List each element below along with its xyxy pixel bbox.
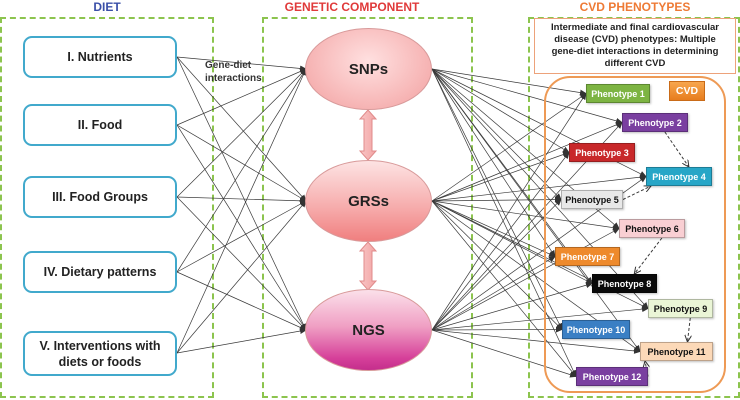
- cvd-section-title: CVD PHENOTYPES: [579, 0, 691, 14]
- diet-item-label: III. Food Groups: [52, 190, 148, 204]
- phenotype-9-box: Phenotype 9: [648, 299, 713, 318]
- gene-phenotype-link: [431, 282, 593, 331]
- diet-gene-link: [176, 68, 307, 198]
- phenotype-label: Phenotype 9: [653, 303, 708, 314]
- gene-diet-interactions-label: Gene-diet interactions: [205, 60, 262, 84]
- phenotype-label: Phenotype 12: [582, 371, 642, 382]
- gene-phenotype-link: [431, 228, 620, 331]
- diet-gene-link: [176, 200, 307, 354]
- phenotype-8-box: Phenotype 8: [592, 274, 657, 293]
- phenotype-label: Phenotype 8: [597, 278, 652, 289]
- gene-phenotype-link: [431, 68, 623, 124]
- genetic-node-snps: SNPs: [305, 28, 432, 110]
- diet-gene-link: [176, 56, 307, 331]
- gene-phenotype-link: [431, 255, 556, 331]
- phenotype-label: Phenotype 6: [625, 223, 679, 234]
- gene-phenotype-link: [431, 68, 641, 353]
- diet-gene-link: [176, 196, 307, 331]
- cvd-description-text: Intermediate and final cardiovascular di…: [551, 22, 719, 69]
- gene-phenotype-link: [431, 68, 563, 331]
- genetic-node-label: SNPs: [348, 60, 389, 78]
- diet-gene-link: [176, 271, 307, 331]
- phenotype-12-box: Phenotype 12: [576, 367, 648, 386]
- phenotype-dashed-link: [634, 237, 663, 274]
- diet-panel: [0, 17, 214, 398]
- gene-phenotype-link: [431, 92, 587, 202]
- diet-item-nutrients: I. Nutrients: [23, 36, 177, 78]
- genetic-node-ngs: NGS: [305, 289, 432, 371]
- diet-item-food-groups: III. Food Groups: [23, 176, 177, 218]
- grss-ngs-double-arrow: [358, 241, 378, 291]
- gene-phenotype-link: [431, 92, 587, 331]
- phenotype-1-box: Phenotype 1: [586, 84, 650, 103]
- genetic-node-grss: GRSs: [305, 160, 432, 242]
- phenotype-dashed-link: [622, 186, 651, 200]
- gene-phenotype-link: [431, 306, 649, 331]
- gene-phenotype-link: [431, 326, 563, 333]
- diet-item-label: I. Nutrients: [67, 50, 133, 64]
- phenotype-6-box: Phenotype 6: [619, 219, 685, 238]
- gene-phenotype-link: [431, 200, 563, 331]
- gene-phenotype-link: [431, 68, 562, 201]
- gene-phenotype-link: [431, 68, 556, 258]
- phenotype-4-box: Phenotype 4: [646, 167, 712, 186]
- phenotype-label: Phenotype 2: [628, 117, 682, 128]
- phenotype-3-box: Phenotype 3: [569, 143, 635, 162]
- diet-item-interventions: V. Interventions with diets or foods: [23, 331, 177, 376]
- genetic-section-title: GENETIC COMPONENT: [284, 0, 420, 14]
- diet-gene-link: [176, 68, 307, 273]
- phenotype-label: Phenotype 5: [565, 194, 619, 205]
- diet-gene-link: [176, 68, 307, 126]
- phenotype-7-box: Phenotype 7: [555, 247, 620, 266]
- gene-phenotype-link: [431, 68, 570, 154]
- diet-item-label: IV. Dietary patterns: [43, 265, 157, 279]
- gene-phenotype-link: [431, 151, 570, 331]
- diet-gene-link: [176, 56, 307, 202]
- snps-grss-double-arrow: [358, 109, 378, 161]
- diet-item-label: V. Interventions with diets or foods: [39, 338, 161, 369]
- diet-gene-link: [176, 68, 307, 354]
- gene-phenotype-link: [431, 174, 647, 202]
- phenotype-label: Phenotype 4: [652, 171, 706, 182]
- diet-gene-link: [176, 328, 307, 354]
- phenotype-label: Phenotype 7: [560, 251, 615, 262]
- phenotype-label: Phenotype 3: [575, 147, 629, 158]
- diet-section-title: DIET: [93, 0, 121, 14]
- phenotype-2-box: Phenotype 2: [622, 113, 688, 132]
- cvd-description-box: Intermediate and final cardiovascular di…: [534, 18, 736, 74]
- gene-phenotype-link: [431, 196, 562, 203]
- diet-item-dietary-patterns: IV. Dietary patterns: [23, 251, 177, 293]
- diet-item-label: II. Food: [77, 118, 123, 132]
- diet-gene-link: [176, 124, 307, 331]
- diet-gene-link: [176, 56, 307, 72]
- phenotype-label: Phenotype 10: [566, 324, 626, 335]
- phenotype-11-box: Phenotype 11: [640, 342, 713, 361]
- cvd-badge: CVD: [669, 81, 705, 101]
- diet-item-food: II. Food: [23, 104, 177, 146]
- genetic-node-label: GRSs: [348, 192, 389, 210]
- gene-phenotype-link: [431, 122, 623, 202]
- phenotype-5-box: Phenotype 5: [561, 190, 623, 209]
- diet-gene-link: [176, 196, 307, 204]
- diet-gene-link: [176, 124, 307, 202]
- diet-gene-link: [176, 200, 307, 273]
- gene-phenotype-link: [431, 200, 577, 378]
- gene-phenotype-link: [431, 151, 570, 202]
- phenotype-label: Phenotype 11: [647, 346, 706, 357]
- genetic-panel: [262, 17, 473, 398]
- gene-phenotype-link: [431, 329, 641, 354]
- gene-phenotype-link: [431, 198, 562, 331]
- phenotype-dashed-link: [664, 131, 689, 167]
- cvd-phenotype-frame: [544, 76, 726, 393]
- gene-phenotype-link: [431, 200, 556, 257]
- genetic-node-label: NGS: [352, 321, 385, 339]
- gene-phenotype-link: [431, 200, 620, 231]
- phenotype-10-box: Phenotype 10: [562, 320, 630, 339]
- phenotype-label: Phenotype 1: [591, 88, 645, 99]
- phenotype-dashed-link: [687, 317, 690, 342]
- gene-phenotype-link: [431, 68, 577, 378]
